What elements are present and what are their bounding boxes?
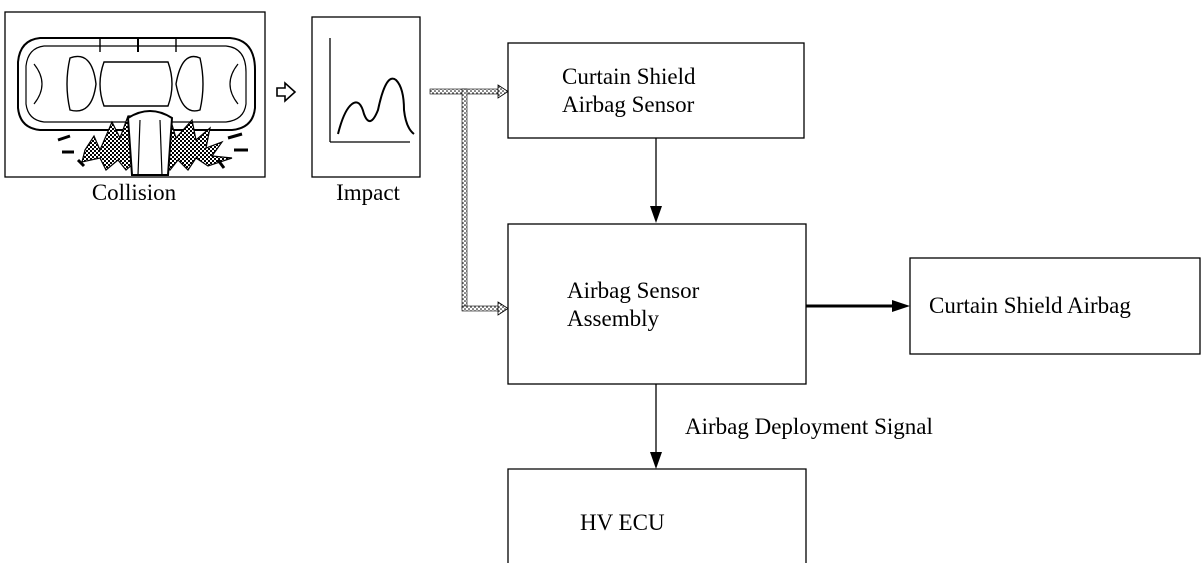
collision-illustration xyxy=(4,11,266,178)
curtain-sensor-label-line1: Curtain Shield xyxy=(562,64,696,89)
impact-signal-paths xyxy=(429,84,509,316)
airbag-sensor-assembly-box xyxy=(507,223,807,385)
collision-label: Collision xyxy=(92,180,177,205)
curtain-shield-airbag-box xyxy=(909,257,1201,355)
curtain-shield-airbag-sensor-box xyxy=(507,42,805,139)
curtain-sensor-label-line2: Airbag Sensor xyxy=(562,92,695,117)
curtain-airbag-label: Curtain Shield Airbag xyxy=(929,293,1131,318)
impact-label: Impact xyxy=(336,180,400,205)
deployment-signal-label: Airbag Deployment Signal xyxy=(685,414,933,439)
assembly-label-line1: Airbag Sensor xyxy=(567,278,700,303)
hv-ecu-label: HV ECU xyxy=(580,510,665,535)
impact-graph xyxy=(311,16,421,178)
hv-ecu-box xyxy=(507,468,807,563)
arrow-right-icon xyxy=(276,81,297,103)
assembly-label-line2: Assembly xyxy=(567,306,660,331)
